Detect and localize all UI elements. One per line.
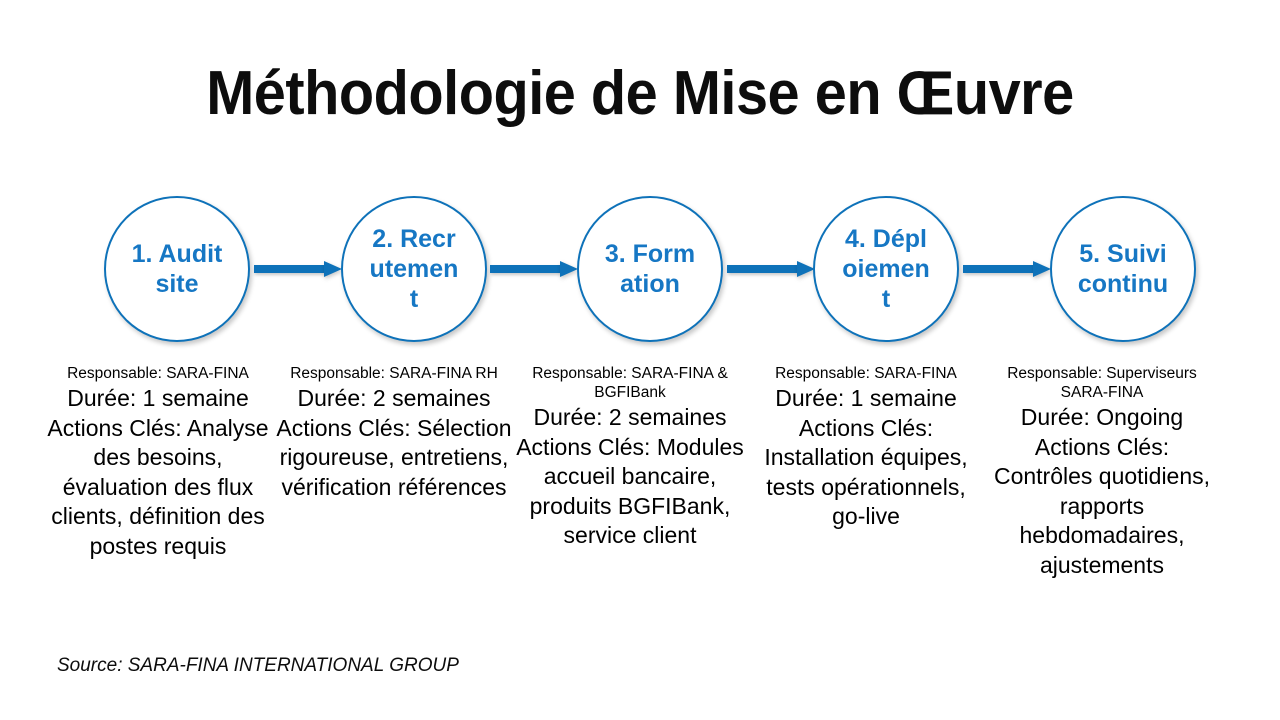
detail-responsable: Responsable: SARA-FINA (775, 365, 957, 382)
arrow-shaft (490, 265, 562, 273)
detail-column-4: Responsable: SARA-FINA Durée: 1 semaine … (748, 364, 984, 580)
arrow-right-icon-4 (963, 261, 1053, 277)
flow-node-4-deploiement[interactable]: 4. Déploiement (813, 196, 959, 342)
flow-node-label: 2. Recrutement (369, 225, 459, 313)
page-title: Méthodologie de Mise en Œuvre (206, 59, 1074, 128)
arrow-head (797, 261, 815, 277)
arrow-shaft (963, 265, 1035, 273)
detail-column-5: Responsable: Superviseurs SARA-FINA Duré… (984, 364, 1220, 580)
arrow-head (560, 261, 578, 277)
detail-body: Durée: Ongoing Actions Clés: Contrôles q… (993, 404, 1211, 578)
detail-body: Durée: 2 semaines Actions Clés: Sélectio… (276, 385, 512, 500)
detail-responsable: Responsable: SARA-FINA & BGFIBank (532, 365, 728, 401)
detail-columns: Responsable: SARA-FINA Durée: 1 semaine … (40, 364, 1240, 580)
arrow-head (1033, 261, 1051, 277)
detail-body: Durée: 1 semaine Actions Clés: Installat… (764, 385, 968, 529)
arrow-right-icon-3 (727, 261, 817, 277)
flow-node-1-audit-site[interactable]: 1. Audit site (104, 196, 250, 342)
flow-node-3-formation[interactable]: 3. Formation (577, 196, 723, 342)
flow-node-2-recrutement[interactable]: 2. Recrutement (341, 196, 487, 342)
arrow-shaft (254, 265, 326, 273)
detail-column-3: Responsable: SARA-FINA & BGFIBank Durée:… (512, 364, 748, 580)
detail-column-2: Responsable: SARA-FINA RH Durée: 2 semai… (276, 364, 512, 580)
detail-responsable: Responsable: SARA-FINA (67, 365, 249, 382)
arrow-right-icon-1 (254, 261, 344, 277)
flow-node-label: 3. Formation (604, 240, 696, 298)
flow-node-5-suivi-continu[interactable]: 5. Suivi continu (1050, 196, 1196, 342)
source-note: Source: SARA-FINA INTERNATIONAL GROUP (57, 655, 459, 676)
arrow-shaft (727, 265, 799, 273)
detail-body: Durée: 1 semaine Actions Clés: Analyse d… (47, 385, 269, 559)
detail-responsable: Responsable: Superviseurs SARA-FINA (1007, 365, 1197, 401)
arrow-head (324, 261, 342, 277)
detail-column-1: Responsable: SARA-FINA Durée: 1 semaine … (40, 364, 276, 580)
process-flow: 1. Audit site 2. Recrutement 3. Formatio… (64, 196, 1216, 346)
detail-responsable: Responsable: SARA-FINA RH (290, 365, 498, 382)
flow-node-label: 1. Audit site (131, 240, 223, 298)
detail-body: Durée: 2 semaines Actions Clés: Modules … (516, 404, 744, 548)
arrow-right-icon-2 (490, 261, 580, 277)
flow-node-label: 5. Suivi continu (1077, 240, 1169, 298)
flow-node-label: 4. Déploiement (842, 225, 930, 313)
